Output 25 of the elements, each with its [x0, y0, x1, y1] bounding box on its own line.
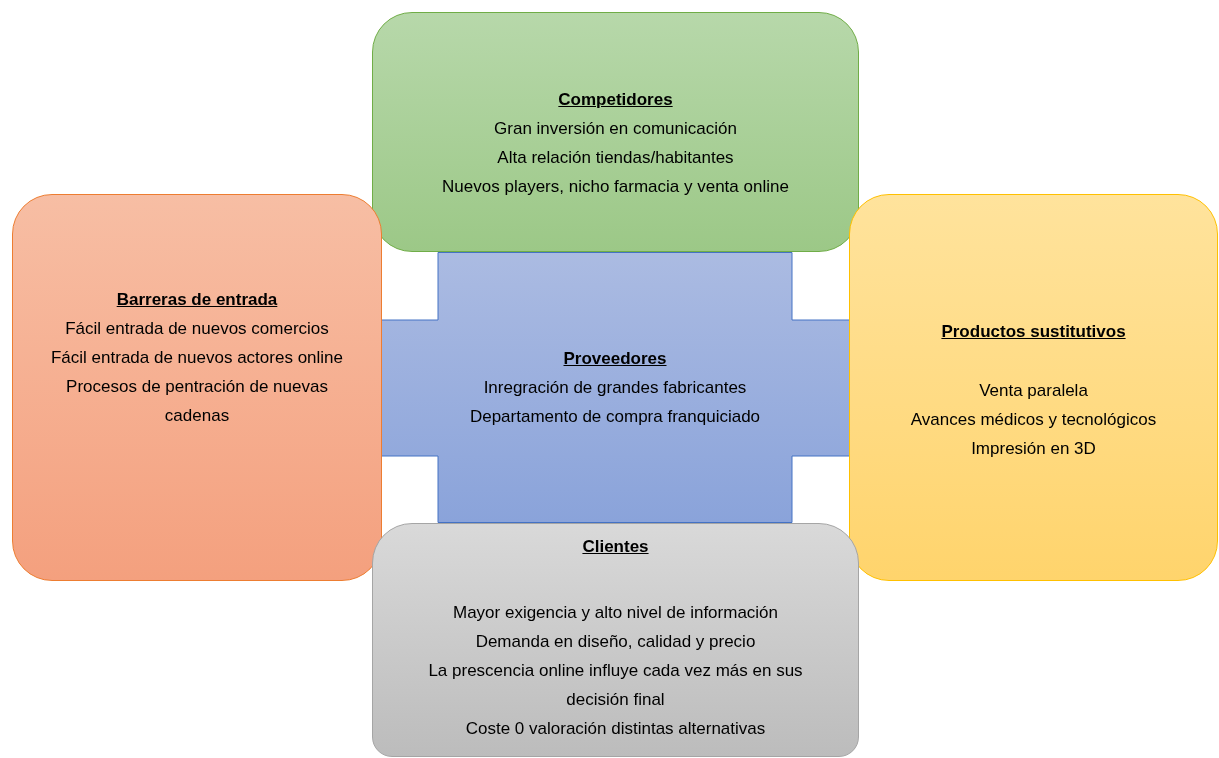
box-heading: Clientes [582, 536, 649, 558]
customers-box [372, 523, 859, 757]
bullet-text: Procesos de pentración de nuevas cadenas [65, 376, 329, 427]
bullet-text: Fácil entrada de nuevos comercios [65, 318, 329, 340]
bullet-text: Inregración de grandes fabricantes [483, 377, 747, 399]
bullet-text: Demanda en diseño, calidad y precio [475, 631, 756, 653]
substitutes-box [849, 194, 1218, 581]
bullet-text: Nuevos players, nicho farmacia y venta online [442, 176, 789, 198]
box-heading: Competidores [558, 89, 673, 111]
box-heading: Proveedores [563, 348, 667, 370]
entry-barriers-box [12, 194, 382, 581]
suppliers-cross [380, 252, 850, 523]
bullet-text: Departamento de compra franquiciado [469, 406, 761, 428]
competitors-box [372, 12, 859, 252]
box-heading: Productos sustitutivos [941, 321, 1126, 343]
bullet-text: Alta relación tiendas/habitantes [497, 147, 734, 169]
bullet-text: Fácil entrada de nuevos actores online [51, 347, 343, 369]
bullet-text: Mayor exigencia y alto nivel de información [452, 602, 779, 624]
bullet-text: Avances médicos y tecnológicos [910, 409, 1157, 431]
bullet-text: La prescencia online influye cada vez más en sus decisión final [427, 660, 804, 711]
bullet-text: Venta paralela [979, 380, 1088, 402]
bullet-text: Coste 0 valoración distintas alternativas [465, 718, 766, 740]
bullet-text: Impresión en 3D [971, 438, 1096, 460]
box-heading: Barreras de entrada [116, 289, 278, 311]
bullet-text: Gran inversión en comunicación [494, 118, 737, 140]
